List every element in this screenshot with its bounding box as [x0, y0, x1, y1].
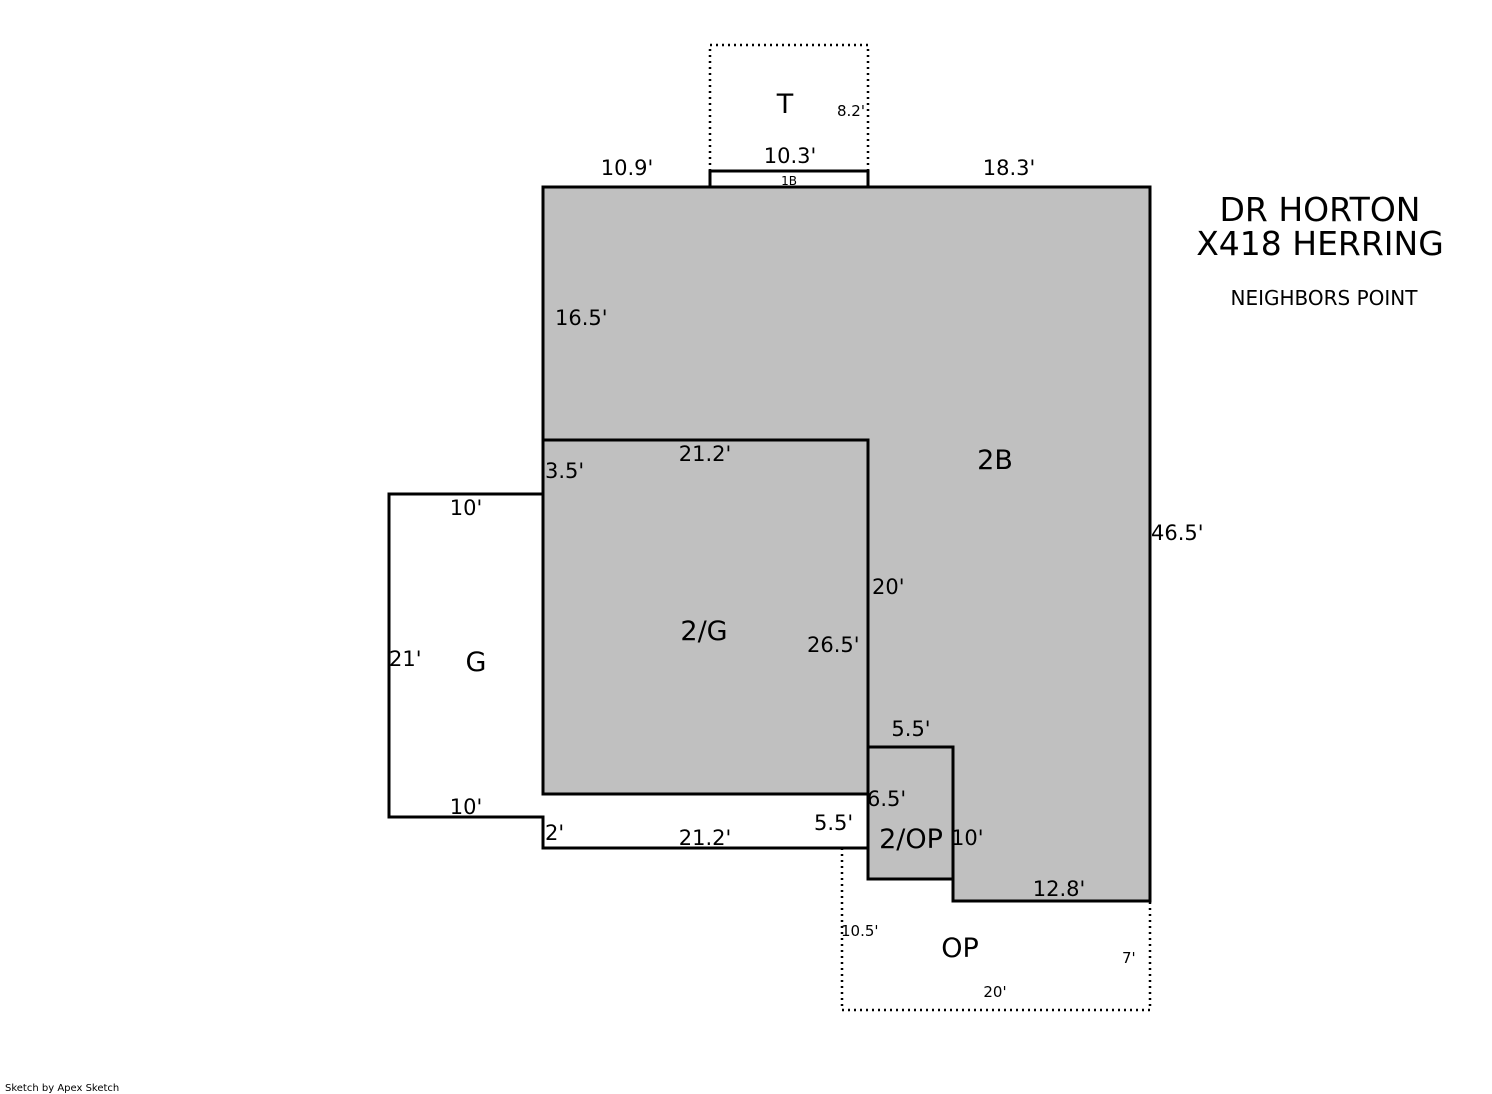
dim-inner-26-5: 26.5': [807, 633, 860, 657]
living-area-fill: [541, 185, 1152, 903]
dim-top-right: 18.3': [983, 156, 1036, 180]
dim-garage-ext-top: 10': [450, 496, 483, 520]
dim-op-left: 10.5': [841, 922, 879, 940]
area-label-1b: 1B: [781, 174, 797, 188]
garage-upper-wall: [543, 438, 870, 879]
dim-porch-side: 6.5': [867, 787, 906, 811]
dim-op-right: 7': [1122, 949, 1136, 967]
dim-porch-top: 5.5': [891, 717, 930, 741]
dim-left-upper: 16.5': [555, 306, 608, 330]
dim-top-left: 10.9': [601, 156, 654, 180]
porch-upper-wall: [868, 745, 955, 901]
dim-op-bottom: 20': [983, 983, 1006, 1001]
builder-title: DR HORTON: [1220, 190, 1421, 229]
dim-step-bottom: 2': [545, 821, 564, 845]
dim-top-bay: 10.3': [764, 144, 817, 168]
dim-garage-ext-bottom: 10': [450, 795, 483, 819]
bay-1b: [708, 169, 870, 189]
dim-inner-20: 20': [872, 575, 905, 599]
community-name: NEIGHBORS POINT: [1231, 286, 1419, 310]
dim-garage-top: 21.2': [679, 442, 732, 466]
dim-bottom-right: 12.8': [1033, 877, 1086, 901]
area-label-2b: 2B: [977, 445, 1013, 476]
sketch-credit: Sketch by Apex Sketch: [5, 1083, 119, 1094]
dim-garage-side: 21': [389, 647, 422, 671]
garage-wall: [387, 492, 868, 850]
dim-garage-bottom: 21.2': [679, 826, 732, 850]
model-title: X418 HERRING: [1196, 224, 1444, 263]
area-label-t: T: [776, 89, 794, 120]
dim-terrace-side: 8.2': [837, 102, 865, 120]
area-label-g: G: [466, 647, 487, 678]
dim-porch-left-width: 5.5': [814, 811, 853, 835]
dim-porch-right: 10': [951, 826, 984, 850]
area-label-2op: 2/OP: [879, 824, 943, 855]
dim-step-left: 3.5': [545, 459, 584, 483]
area-label-op: OP: [941, 933, 979, 964]
dim-right-side: 46.5': [1151, 521, 1204, 545]
area-label-2g: 2/G: [680, 616, 727, 647]
terrace-outline: [708, 43, 870, 171]
